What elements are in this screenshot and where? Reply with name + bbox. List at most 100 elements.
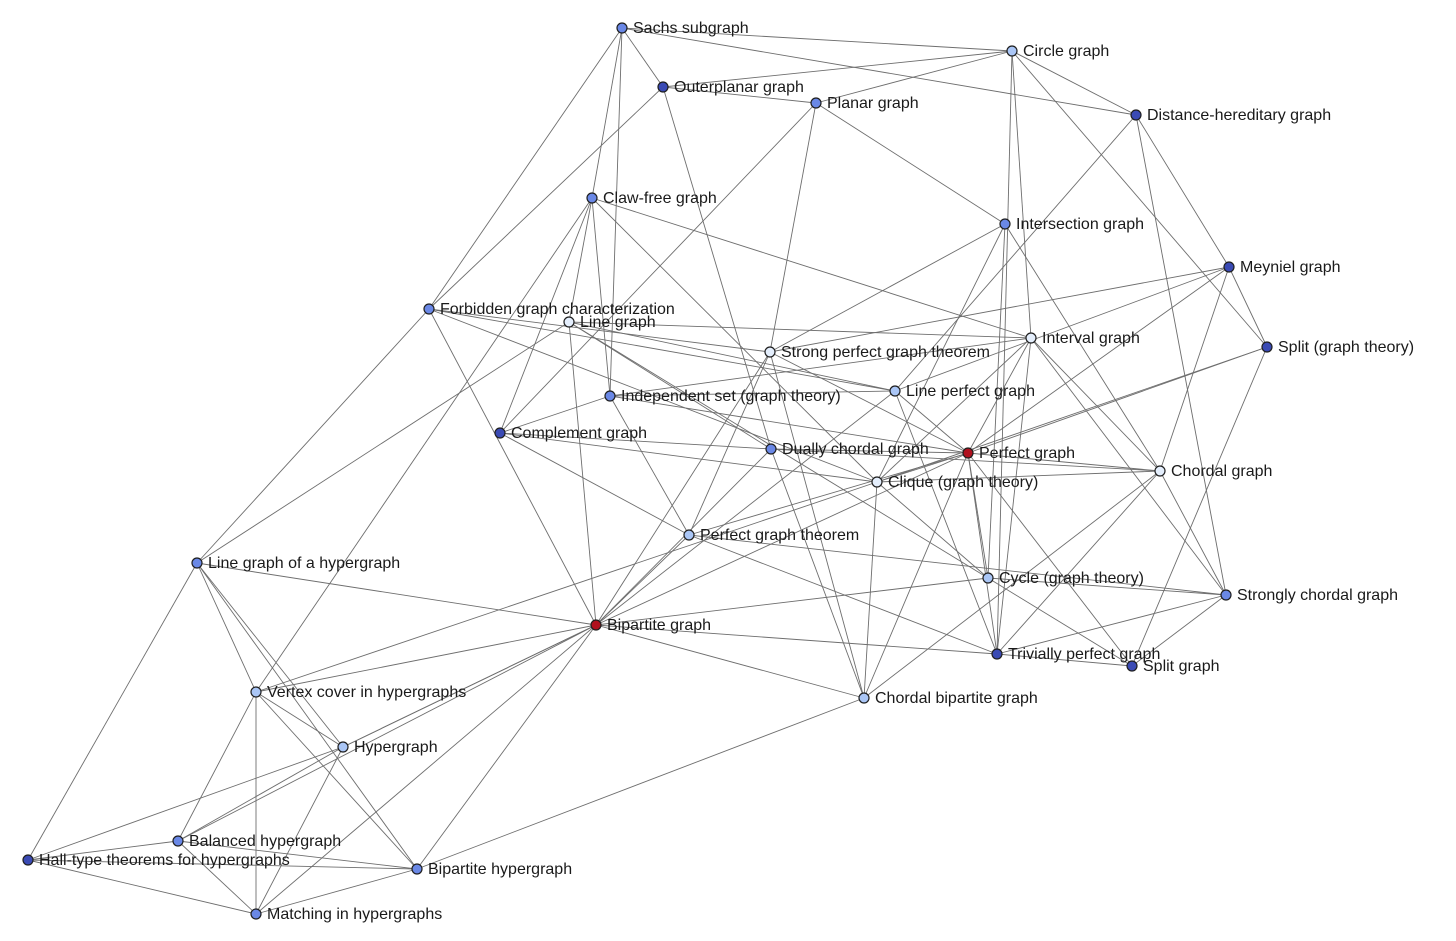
node-spgt[interactable]: Strong perfect graph theorem [764,344,990,361]
node-sachs[interactable]: Sachs subgraph [616,20,749,37]
node-marker-splitgraph[interactable] [1126,660,1138,672]
node-marker-hypergraph[interactable] [337,741,349,753]
node-marker-chordalbip[interactable] [858,692,870,704]
edge-balanced-biphyper [177,840,418,870]
edge-chordalbip-biphyper [416,697,865,870]
node-bipartite[interactable]: Bipartite graph [590,617,711,634]
edge-clawfree-complement [499,197,593,434]
node-lineperfect[interactable]: Line perfect graph [889,383,1035,400]
node-planar[interactable]: Planar graph [810,95,919,112]
node-cycle[interactable]: Cycle (graph theory) [982,570,1144,587]
edge-hall-biphyper [27,859,418,870]
node-marker-hall[interactable] [22,854,34,866]
node-marker-duallychordal[interactable] [765,443,777,455]
node-marker-cycle[interactable] [982,572,994,584]
node-balanced[interactable]: Balanced hypergraph [172,833,341,850]
node-splitgraph[interactable]: Split graph [1126,658,1220,675]
node-marker-clique[interactable] [871,476,883,488]
node-marker-interval[interactable] [1025,332,1037,344]
node-marker-intersection[interactable] [999,218,1011,230]
edge-linegraph-cycle [568,321,989,579]
node-outerplanar[interactable]: Outerplanar graph [657,79,804,96]
node-label-biphyper: Bipartite hypergraph [428,861,572,878]
node-marker-matching[interactable] [250,908,262,920]
node-marker-planar[interactable] [810,97,822,109]
node-marker-stronglychordal[interactable] [1220,589,1232,601]
node-marker-balanced[interactable] [172,835,184,847]
edge-complement-clique [499,432,878,483]
node-marker-clawfree[interactable] [586,192,598,204]
node-independent[interactable]: Independent set (graph theory) [604,388,841,405]
node-clique[interactable]: Clique (graph theory) [871,474,1038,491]
node-distance[interactable]: Distance-hereditary graph [1130,107,1331,124]
node-marker-vertexcover[interactable] [250,686,262,698]
node-marker-independent[interactable] [604,390,616,402]
node-chordal[interactable]: Chordal graph [1154,463,1272,480]
node-label-lineperfect: Line perfect graph [906,383,1035,400]
node-intersection[interactable]: Intersection graph [999,216,1144,233]
node-marker-split_theory[interactable] [1261,341,1273,353]
node-marker-trivially[interactable] [991,648,1003,660]
node-label-bipartite: Bipartite graph [607,617,711,634]
edge-independent-complement [499,395,611,434]
edge-hypergraph-hall [27,746,344,861]
node-marker-outerplanar[interactable] [657,81,669,93]
node-linegraph[interactable]: Line graph [563,314,656,331]
edge-forbidden-bipartite [428,308,597,626]
node-label-meyniel: Meyniel graph [1240,259,1341,276]
node-label-hypergraph: Hypergraph [354,739,438,756]
node-pgt[interactable]: Perfect graph theorem [683,527,859,544]
node-linehyper[interactable]: Line graph of a hypergraph [191,555,400,572]
node-marker-biphyper[interactable] [411,863,423,875]
edge-perfect-chordal [967,452,1161,472]
edge-clawfree-independent [591,197,611,397]
edge-bipartite-balanced [177,624,597,842]
node-matching[interactable]: Matching in hypergraphs [250,906,442,923]
node-label-sachs: Sachs subgraph [633,20,749,37]
node-circle[interactable]: Circle graph [1006,43,1109,60]
edge-forbidden-lineperfect [428,308,896,392]
edge-balanced-hall [27,840,179,861]
node-marker-linehyper[interactable] [191,557,203,569]
node-marker-bipartite[interactable] [590,619,602,631]
node-split_theory[interactable]: Split (graph theory) [1261,339,1414,356]
node-duallychordal[interactable]: Dually chordal graph [765,441,929,458]
node-vertexcover[interactable]: Vertex cover in hypergraphs [250,684,466,701]
node-marker-sachs[interactable] [616,22,628,34]
node-meyniel[interactable]: Meyniel graph [1223,259,1341,276]
edge-chordal-stronglychordal [1159,470,1227,596]
edge-circle-distance [1011,50,1137,116]
edge-hypergraph-bipartite [342,624,597,748]
node-hypergraph[interactable]: Hypergraph [337,739,438,756]
node-marker-forbidden[interactable] [423,303,435,315]
node-marker-pgt[interactable] [683,529,695,541]
edge-interval-trivially [996,337,1032,655]
node-chordalbip[interactable]: Chordal bipartite graph [858,690,1038,707]
node-complement[interactable]: Complement graph [494,425,647,442]
edge-meyniel-chordal [1159,266,1230,472]
node-biphyper[interactable]: Bipartite hypergraph [411,861,572,878]
node-trivially[interactable]: Trivially perfect graph [991,646,1160,663]
node-marker-lineperfect[interactable] [889,385,901,397]
node-marker-chordal[interactable] [1154,465,1166,477]
node-marker-perfect[interactable] [962,447,974,459]
node-hall[interactable]: Hall-type theorems for hypergraphs [22,852,290,869]
node-marker-circle[interactable] [1006,45,1018,57]
node-marker-meyniel[interactable] [1223,261,1235,273]
node-perfect[interactable]: Perfect graph [962,445,1075,462]
node-label-perfect: Perfect graph [979,445,1075,462]
node-marker-spgt[interactable] [764,346,776,358]
edge-distance-lineperfect [894,114,1137,392]
node-forbidden[interactable]: Forbidden graph characterization [423,301,675,318]
node-marker-linegraph[interactable] [563,316,575,328]
edge-outerplanar-duallychordal [662,86,772,450]
edge-clique-vertexcover [255,481,878,693]
edge-spgt-pgt [688,351,771,536]
node-stronglychordal[interactable]: Strongly chordal graph [1220,587,1398,604]
node-interval[interactable]: Interval graph [1025,330,1140,347]
edge-sachs-clawfree [591,27,623,199]
node-clawfree[interactable]: Claw-free graph [586,190,717,207]
edge-forbidden-spgt [428,308,771,353]
node-marker-complement[interactable] [494,427,506,439]
node-marker-distance[interactable] [1130,109,1142,121]
